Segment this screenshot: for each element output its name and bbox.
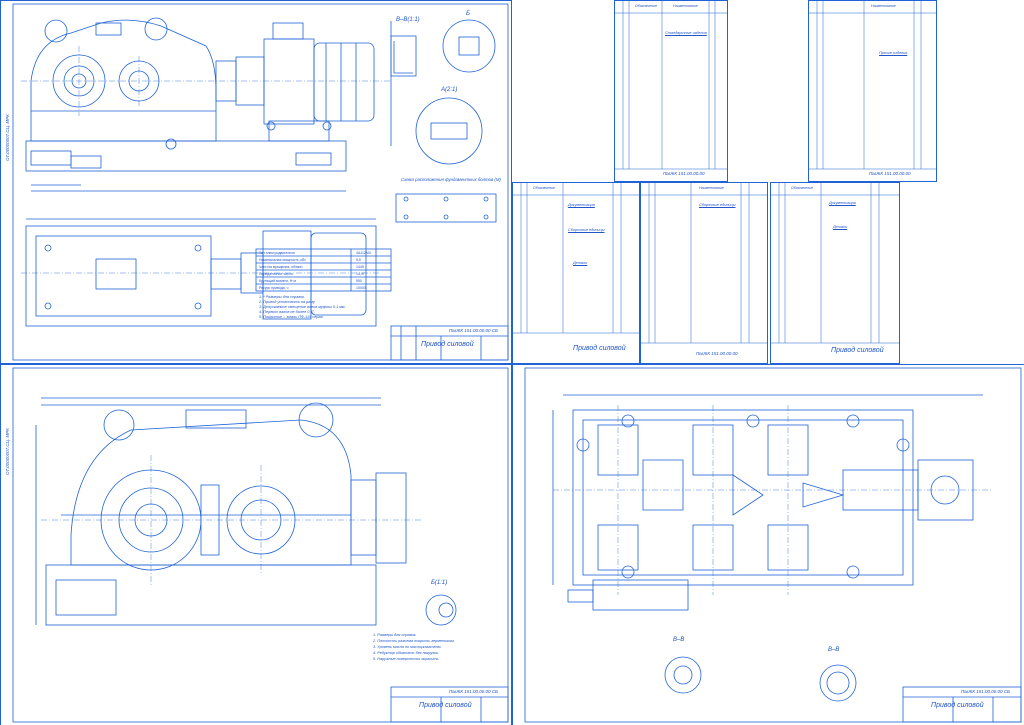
note-3-1: 2. Плоскость разъема покрыть герметиком. [373,639,455,643]
tech-row-3: Передаточное число [259,272,293,276]
spec4-sec-units: Сборочные единицы [699,203,736,207]
spec1-code: ПЫЖК 151.00.00.00 [663,171,705,176]
view-label-b-detail: Б(1:1) [431,580,448,586]
spec3-sec-units: Сборочные единицы [568,228,605,232]
spec3-title: Привод силовой [573,345,626,352]
stamp-code: ПЫЖК 151.00.00.00 СБ [449,328,498,333]
bolt-scheme-title: Схема расположения фундаментных болтов (… [401,177,501,182]
side-code: ОТ.00000007.СЦ. МРК [5,114,10,161]
spec-sheet-1: Обозначение Наименование Стандартные изд… [614,0,728,182]
note-3-3: 4. Редуктор обкатать без нагрузки. [373,651,440,655]
sheet-gearbox-section: В–В В–В ПЫЖК 151.00.00.00 СБ Привод сило… [512,364,1024,725]
spec2-code: ПЫЖК 151.00.00.00 [869,171,911,176]
spec-sheet-2: Наименование Прочие изделия ПЫЖК 151.00.… [808,0,937,182]
tech-row-0: Тип электродвигателя [259,251,295,255]
note-1-2: 3. Допускаемое смещение валов муфты 0,1 … [259,305,346,309]
spec1-h-designation: Обозначение [635,4,658,8]
spec3-sec-docs: Документация [568,203,595,207]
spec2-sec-other: Прочие изделия [879,51,908,55]
spec-grid-4 [641,183,767,344]
tech-val-4: 550 [356,279,362,283]
stamp-code-4: ПЫЖК 151.00.00.00 СБ [961,689,1010,694]
general-assembly-drawing [12,3,509,361]
gearbox-front-drawing [12,367,509,723]
note-1-0: 1. * Размеры для справок. [259,295,306,299]
tech-row-4: Крутящий момент, Н·м [259,279,296,283]
spec1-sec-std: Стандартные изделия [665,31,707,35]
tech-row-2: Частота вращения, об/мин [259,265,303,269]
spec-sheet-5: Обозначение Документация Детали Привод с… [770,182,900,364]
note-3-2: 3. Уровень масла по маслоуказателю. [373,645,442,649]
stamp-code-3: ПЫЖК 151.00.00.00 СБ [449,689,498,694]
note-1-4: 5. Покрытие – эмаль ПФ-115 серая. [259,315,324,319]
view-label-a: А(2:1) [441,87,458,93]
side-code-3: ОТ.00000007.СЦ. МРК [5,428,10,475]
spec5-sec-docs: Документация [829,201,856,205]
view-label-section-vv: В–В(1:1) [396,17,420,23]
note-3-0: 1. Размеры для справок. [373,633,417,637]
gearbox-section-drawing [524,367,1022,723]
spec5-h-designation: Обозначение [791,186,814,190]
spec4-h-name: Наименование [699,186,724,190]
tech-val-2: 1445 [356,265,364,269]
spec-sheet-3: Обозначение Документация Сборочные едини… [512,182,640,364]
sheet-general-assembly: ОТ.00000007.СЦ. МРК В–В(1:1) Б А(2:1) Сх… [0,0,512,364]
spec-grid-3 [513,183,639,334]
spec3-sec-parts: Детали [573,261,588,265]
spec2-h-name: Наименование [871,4,896,8]
section-label-bb: В–В [673,637,685,643]
stamp-title-3: Привод силовой [419,702,472,709]
tech-val-5: 10000 [356,286,366,290]
spec5-sec-parts: Детали [833,225,848,229]
spec-grid-2 [809,1,936,170]
tech-val-1: 5,5 [356,258,361,262]
tech-val-0: 4А112М4 [356,251,371,255]
sheet-gearbox-front: ОТ.00000007.СЦ. МРК Б(1:1) 1. Размеры дл… [0,364,512,725]
tech-row-1: Номинальная мощность, кВт [259,258,306,262]
stamp-title-4: Привод силовой [931,702,984,709]
spec1-h-name: Наименование [673,4,698,8]
section-label-vv: В–В [828,647,840,653]
spec-grid-5 [771,183,899,344]
stamp-title: Привод силовой [421,341,474,348]
note-1-3: 4. Перекос валов не более 0,5°. [259,310,316,314]
spec-sheet-4: Наименование Сборочные единицы ПЫЖК 151.… [640,182,768,364]
tech-row-5: Ресурс привода, ч [259,286,289,290]
spec3-h-designation: Обозначение [533,186,556,190]
view-label-b: Б [466,11,470,17]
spec5-title: Привод силовой [831,347,884,354]
note-1-1: 2. Привод установить на раму. [259,300,316,304]
tech-val-3: 14,97 [356,272,365,276]
spec-grid-1 [615,1,727,170]
spec4-code: ПЫЖК 151.00.00.00 [696,351,738,356]
note-3-4: 5. Наружные поверхности окрасить. [373,657,440,661]
